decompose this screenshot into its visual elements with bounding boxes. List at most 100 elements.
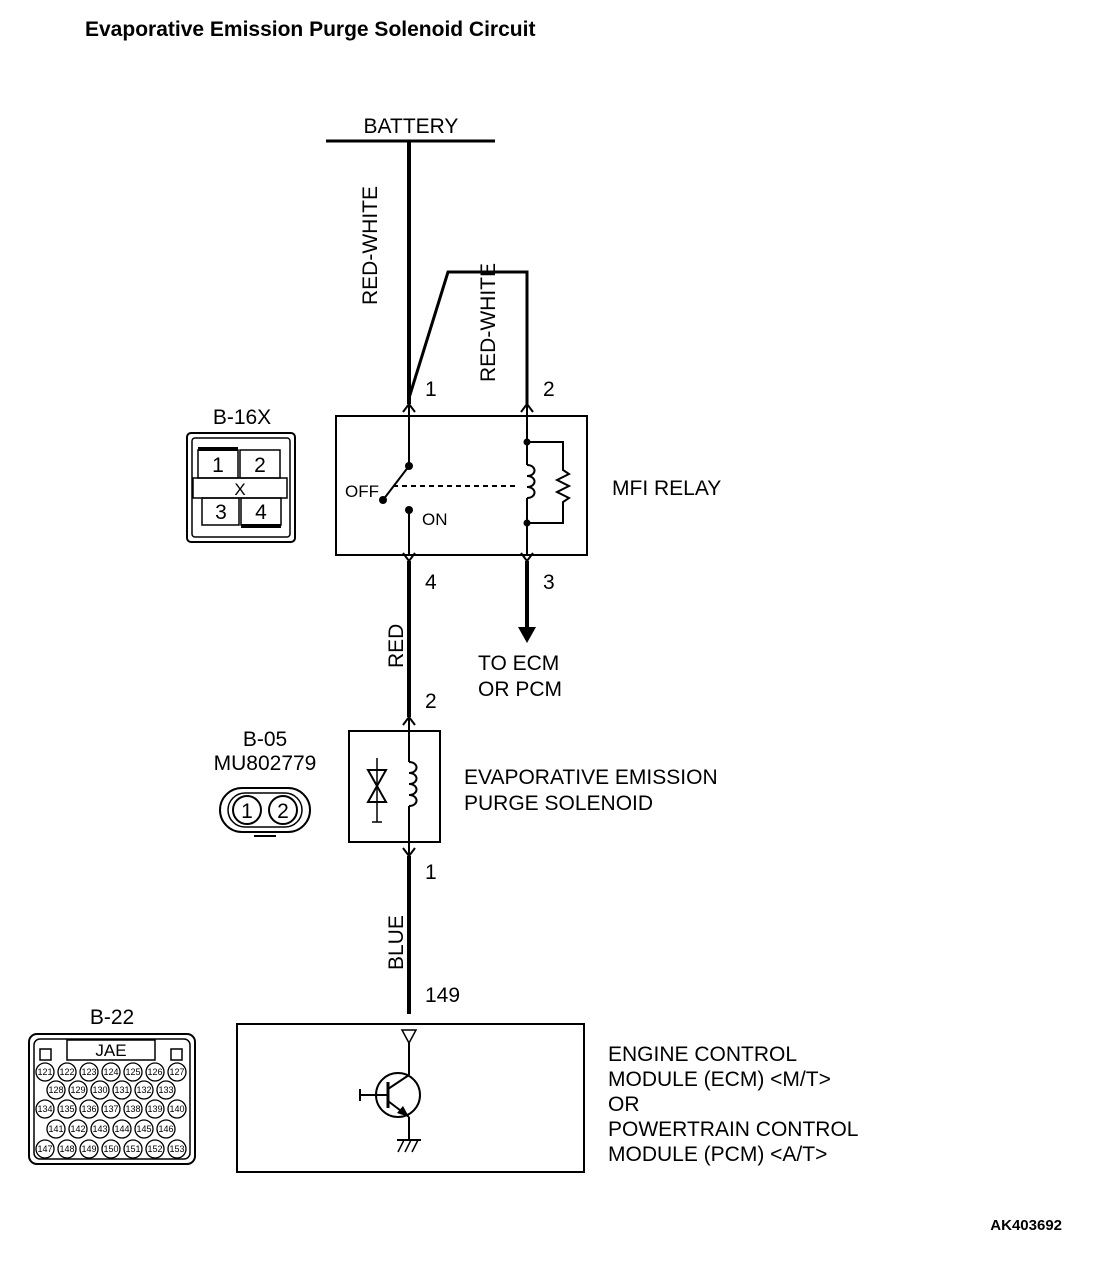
- ecm-connector-pin-circle: [57, 1099, 77, 1119]
- ecm-connector-pin-circle: [123, 1099, 143, 1119]
- solenoid-pin-2: 2: [425, 690, 437, 713]
- relay-connector-pin-4: 4: [255, 501, 267, 524]
- ecm-connector-pin-label: 149: [81, 1144, 96, 1154]
- ecm-label-line1: ENGINE CONTROL: [608, 1043, 796, 1066]
- ecm-connector-pin-circle: [112, 1119, 132, 1139]
- ecm-connector-pin-circle: [57, 1062, 77, 1082]
- ecm-connector-pin-label: 139: [147, 1104, 162, 1114]
- relay-connector-pin-2: 2: [254, 454, 266, 477]
- wire-battery-to-relay-2: [407, 270, 529, 404]
- ecm-connector-pin-circle: [35, 1099, 55, 1119]
- relay-connector-pin-3: 3: [215, 501, 227, 524]
- ecm-connector-pin-circle: [156, 1080, 176, 1100]
- wire-color-red-white-2: RED-WHITE: [477, 263, 500, 382]
- ecm-connector-pin-label: 144: [114, 1124, 129, 1134]
- ecm-connector-pin-label: 147: [37, 1144, 52, 1154]
- ecm-connector-pin-label: 151: [125, 1144, 140, 1154]
- ecm-connector-pin-label: 153: [169, 1144, 184, 1154]
- ecm-connector-pin-label: 143: [92, 1124, 107, 1134]
- ecm-connector-pin-circle: [79, 1062, 99, 1082]
- solenoid-label-line2: PURGE SOLENOID: [464, 792, 653, 815]
- wire-color-red-white-1-line1: RED-WHITE: [359, 186, 382, 305]
- solenoid-connector-pin-1: 1: [241, 800, 253, 823]
- ecm-connector-pin-circle: [112, 1080, 132, 1100]
- relay-connector-pin-1: 1: [212, 454, 224, 477]
- relay-connector-id: B-16X: [213, 406, 271, 429]
- ecm-connector-pin-label: 133: [158, 1085, 173, 1095]
- ecm-connector-pin-label: 150: [103, 1144, 118, 1154]
- ecm-ground-icon: [397, 1139, 421, 1153]
- ecm-connector-pin-circle: [79, 1099, 99, 1119]
- ecm-connector-pin-label: 128: [48, 1085, 63, 1095]
- ecm-connector-pin-circle: [167, 1062, 187, 1082]
- ecm-connector-pin-label: 140: [169, 1104, 184, 1114]
- ecm-connector-pin-circle: [57, 1139, 77, 1159]
- ecm-connector-pin-label: 152: [147, 1144, 162, 1154]
- mfi-relay-label: MFI RELAY: [612, 477, 721, 500]
- ecm-connector-pin-label: 145: [136, 1124, 151, 1134]
- relay-pin-4: 4: [425, 571, 437, 594]
- relay-off-label: OFF: [345, 482, 379, 501]
- ecm-connector-pin-circle: [134, 1119, 154, 1139]
- relay-resistor: [527, 441, 572, 524]
- ecm-connector-pin-label: 130: [92, 1085, 107, 1095]
- ecm-connector-pin-label: 125: [125, 1067, 140, 1077]
- ecm-connector-pin-label: 148: [59, 1144, 74, 1154]
- ecm-connector-pin-circle: [35, 1062, 55, 1082]
- ecm-connector-pin-label: 142: [70, 1124, 85, 1134]
- wire-color-blue: BLUE: [385, 915, 408, 970]
- ecm-connector-pin-circle: [35, 1139, 55, 1159]
- ecm-transistor: [359, 1072, 421, 1140]
- ecm-label-line3: OR: [608, 1093, 640, 1116]
- mfi-relay-box: [335, 415, 588, 556]
- ecm-connector-pin-circle: [90, 1080, 110, 1100]
- solenoid-connector-pin-2: 2: [277, 800, 289, 823]
- ecm-label-line2: MODULE (ECM) <M/T>: [608, 1068, 831, 1091]
- ecm-connector-pin-circle: [101, 1099, 121, 1119]
- battery-label: BATTERY: [364, 115, 459, 138]
- ecm-connector-pin-circle: [167, 1099, 187, 1119]
- relay-pin-2: 2: [543, 378, 555, 401]
- solenoid-label: EVAPORATIVE EMISSION PURGE SOLENOID: [464, 766, 723, 815]
- ecm-connector-pin-circle: [68, 1080, 88, 1100]
- ecm-connector-pin-label: 124: [103, 1067, 118, 1077]
- ecm-connector-pin-circle: [156, 1119, 176, 1139]
- ecm-connector-pin-circle: [101, 1139, 121, 1159]
- ecm-connector-pin-label: 146: [158, 1124, 173, 1134]
- ecm-label: ENGINE CONTROL MODULE (ECM) <M/T> OR POW…: [608, 1043, 864, 1166]
- to-ecm-label-line2: OR PCM: [478, 678, 562, 701]
- solenoid-box: [348, 730, 441, 843]
- wire-color-red-white-1: RED-WHITE: [359, 186, 382, 305]
- relay-connector-mark: X: [234, 480, 245, 499]
- ecm-connector-pin-circle: [79, 1139, 99, 1159]
- ecm-label-line5: MODULE (PCM) <A/T>: [608, 1143, 827, 1166]
- ecm-connector-pin-label: 135: [59, 1104, 74, 1114]
- to-ecm-label-line1: TO ECM: [478, 652, 559, 675]
- ecm-connector-pin-circle: [101, 1062, 121, 1082]
- solenoid-valve-symbol: [366, 758, 388, 823]
- ecm-label-line4: POWERTRAIN CONTROL: [608, 1118, 858, 1141]
- ecm-connector-pin-circle: [68, 1119, 88, 1139]
- ecm-connector-id: B-22: [90, 1006, 134, 1029]
- ecm-connector-pin-label: 131: [114, 1085, 129, 1095]
- relay-coil: [526, 464, 536, 499]
- ecm-connector-pin-label: 136: [81, 1104, 96, 1114]
- to-ecm-label: TO ECM OR PCM: [478, 652, 565, 701]
- ecm-connector-pin-circle: [46, 1080, 66, 1100]
- ecm-input-marker: [400, 1029, 418, 1045]
- ecm-connector-pin-label: 129: [70, 1085, 85, 1095]
- figure-code: AK403692: [990, 1217, 1062, 1234]
- ecm-connector-pin-circle: [46, 1119, 66, 1139]
- solenoid-coil: [408, 761, 418, 807]
- wire-color-red: RED: [385, 624, 408, 668]
- ecm-connector-pin-circle: [123, 1139, 143, 1159]
- ecm-connector-pin-circle: [167, 1139, 187, 1159]
- ecm-connector-pin-circle: [145, 1099, 165, 1119]
- relay-switch-blade: [382, 465, 410, 501]
- ecm-connector-pin-label: 121: [37, 1067, 52, 1077]
- ecm-connector-pin-label: 126: [147, 1067, 162, 1077]
- ecm-pin-149: 149: [425, 984, 460, 1007]
